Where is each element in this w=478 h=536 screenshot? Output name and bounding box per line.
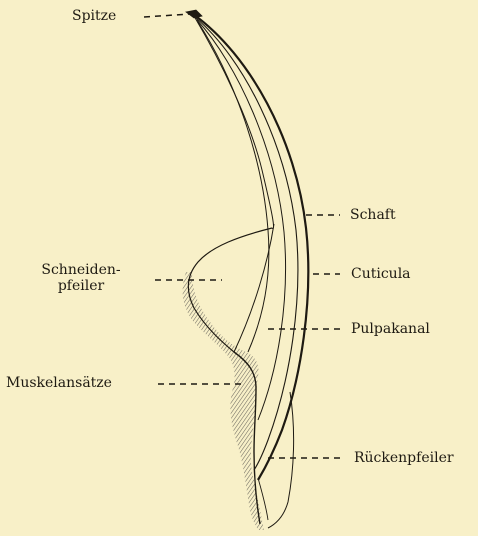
leader-spitze: [144, 14, 190, 17]
label-cuticula: Cuticula: [351, 266, 411, 282]
label-rueckenpfeiler: Rückenpfeiler: [354, 450, 454, 466]
label-schneidenpfeiler: Schneiden- pfeiler: [20, 262, 142, 294]
cutting-pillar-inner: [234, 224, 274, 352]
label-schaft: Schaft: [350, 207, 396, 223]
front-edge: [194, 16, 274, 229]
label-schneidenpfeiler-line2: pfeiler: [20, 278, 142, 294]
label-pulpakanal: Pulpakanal: [351, 321, 430, 337]
label-spitze: Spitze: [72, 8, 116, 24]
muscle-attachment-hatching: [183, 272, 264, 530]
cutting-pillar-contour: [188, 228, 272, 352]
label-schneidenpfeiler-line1: Schneiden-: [20, 262, 142, 278]
back-pillar-contour: [268, 392, 294, 528]
label-muskelansaetze: Muskelansätze: [6, 375, 112, 391]
